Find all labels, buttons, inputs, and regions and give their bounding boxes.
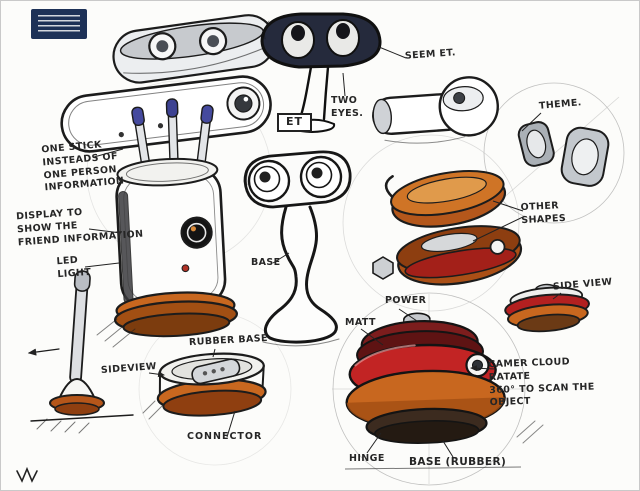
sketch-dryer-concept (372, 76, 499, 144)
connector-remote (191, 358, 241, 385)
annotation-connector: CONNECTOR (187, 431, 263, 442)
creature-eye (247, 159, 291, 203)
lens (489, 238, 506, 255)
lens (453, 92, 466, 105)
creature-eye (299, 155, 343, 199)
brush-sticks (131, 98, 214, 172)
sketch-side-view-disc (504, 283, 590, 333)
annotation-matt: MATT (345, 317, 376, 328)
sketch-stick-sideview (27, 270, 134, 434)
direction-arrow (27, 348, 60, 356)
annotation-other-shapes: OTHER SHAPES (520, 200, 567, 226)
sketch-creature (243, 150, 352, 347)
status-led (181, 264, 190, 273)
annotation-one-stick: ONE STICK INSTEADS OF ONE PERSON INFORMA… (40, 139, 125, 194)
sketch-theme-shapes (517, 121, 610, 187)
annotation-power: POWER (385, 295, 427, 306)
annotation-hinge: HINGE (349, 453, 385, 464)
signature-mark (16, 466, 38, 483)
sketch-capsule-body (60, 75, 272, 153)
camera-lens (180, 216, 213, 249)
annotation-et-box: ET (277, 113, 313, 132)
sketch-disc-concepts (372, 170, 523, 286)
publisher-stamp (31, 9, 87, 39)
sketch-camera-device (345, 312, 544, 444)
sketch-capsule-head (112, 14, 276, 84)
annotation-two-eyes: TWO EYES. (331, 95, 364, 119)
sketch-et-head (260, 12, 382, 134)
annotation-camera-note: CAMER CLOUD RATATE 360° TO SCAN THE OBJE… (488, 356, 595, 409)
sketch-holder-device (96, 98, 238, 348)
hex-nut (372, 256, 394, 280)
annotation-base-rubber: BASE (RUBBER) (409, 456, 507, 468)
annotation-base: BASE (251, 257, 281, 268)
sketch-rubber-base (142, 352, 267, 420)
annotation-led-light: LED LIGHT (56, 254, 92, 280)
leader-lines (84, 46, 562, 470)
